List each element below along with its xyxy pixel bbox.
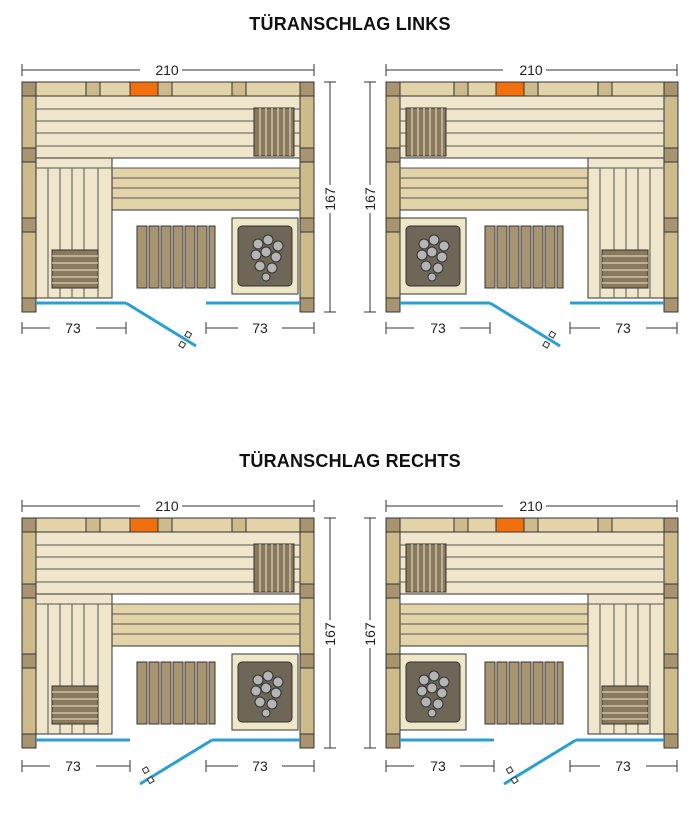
width-label: 210 [155, 498, 179, 514]
sauna-stove-icon [231, 217, 299, 295]
width-label: 210 [519, 62, 543, 78]
lamp-icon [495, 517, 525, 533]
door-right-label: 73 [615, 758, 631, 774]
door-right-label: 73 [252, 320, 268, 336]
sauna-stove-icon [231, 653, 299, 731]
glass-door [489, 301, 561, 348]
glass-door [125, 301, 197, 348]
floor-grate [484, 661, 564, 725]
width-label: 210 [155, 62, 179, 78]
floor-plan-rechts-a: 210 167 [21, 498, 338, 786]
depth-label: 167 [322, 622, 338, 646]
door-right-label: 73 [252, 758, 268, 774]
depth-label: 167 [322, 187, 338, 211]
door-left-label: 73 [65, 320, 81, 336]
door-right-label: 73 [615, 320, 631, 336]
lamp-icon [495, 81, 525, 97]
door-left-label: 73 [430, 758, 446, 774]
sauna-stove-icon [399, 653, 467, 731]
lamp-icon [129, 517, 159, 533]
width-label: 210 [519, 498, 543, 514]
floor-grate [136, 661, 216, 725]
floor-plan-links-b: 210 167 [362, 62, 679, 349]
floor-grate [136, 225, 216, 289]
floor-grate [484, 225, 564, 289]
depth-label: 167 [362, 622, 378, 646]
depth-label: 167 [362, 187, 378, 211]
door-left-label: 73 [65, 758, 81, 774]
section-title-links: TÜRANSCHLAG LINKS [249, 14, 451, 34]
floor-plan-links-a: 210 167 [21, 62, 338, 349]
lamp-icon [129, 81, 159, 97]
door-left-label: 73 [430, 320, 446, 336]
sauna-stove-icon [399, 217, 467, 295]
section-title-rechts: TÜRANSCHLAG RECHTS [239, 451, 461, 471]
floor-plan-rechts-b: 210 167 [362, 498, 679, 786]
